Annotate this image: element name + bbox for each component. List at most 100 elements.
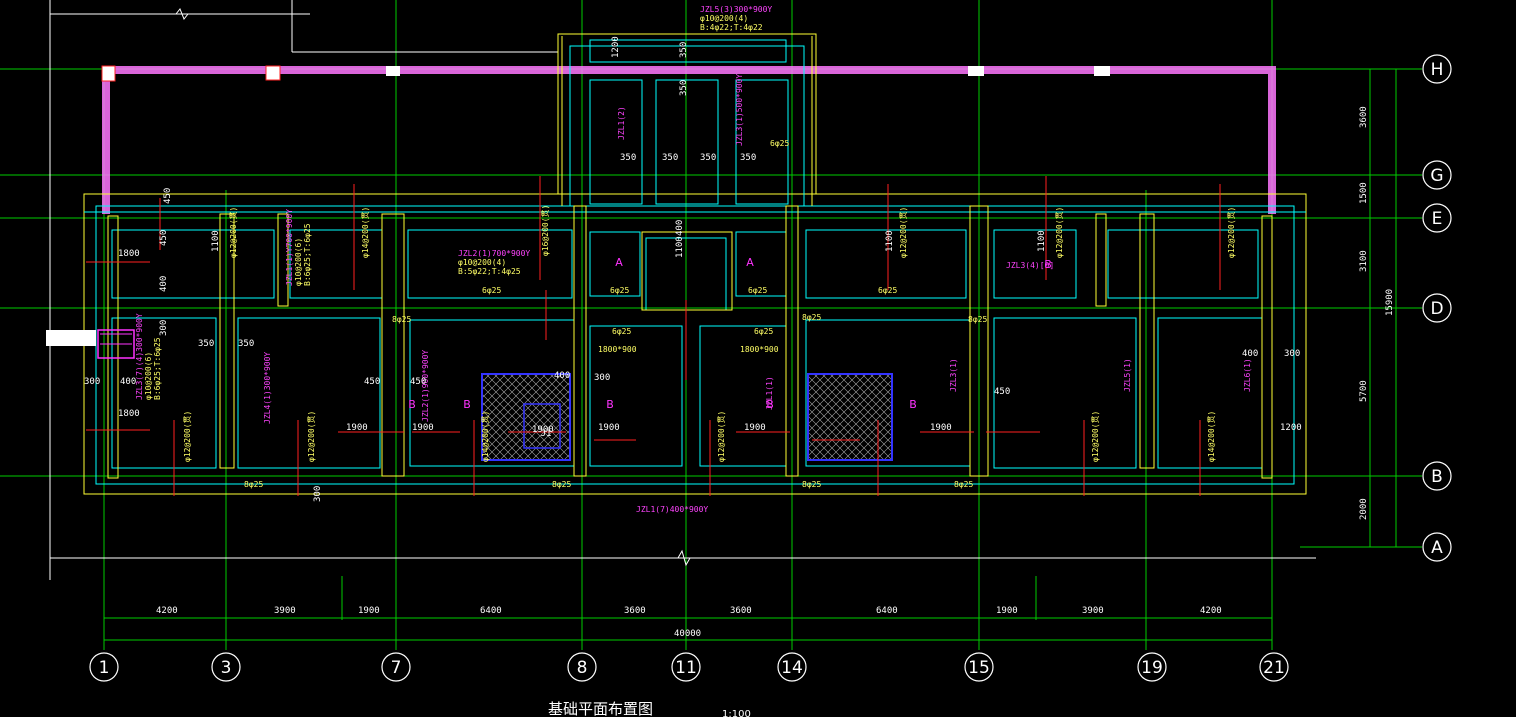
rebar-note: φ14@200(贯) [1207,411,1216,462]
beam-label: JZL1(1)Y700*900Y [285,209,294,286]
local-dim: 300 [594,373,610,383]
retaining-wall [101,65,1276,214]
beam-label: B:6φ25;T:6φ25 [153,337,162,400]
row-axis-labels: H G E D B A [1430,60,1443,558]
bottom-dimension-lines [104,576,1272,641]
local-dim: 1900 [598,423,620,433]
beam-label: φ10@200(4) [458,258,506,267]
beam-label: JZL5(3)300*900Y [700,5,772,14]
zone-tag-B: B [463,398,471,411]
local-dimensions: 1200 350 350 350 350 350 350 450 450 400… [84,36,1302,502]
bar-count: 8φ25 [552,480,571,489]
beam-label: JZL6(1) [1243,358,1252,392]
beam-label: JZL5(1) [1123,358,1132,392]
bar-count: 8φ25 [802,313,821,322]
local-dim: 350 [238,339,254,349]
pit-label: J1 [541,429,552,439]
rebar-note: φ12@200(贯) [899,207,908,258]
right-dimension-texts: 3600 1500 3100 5700 2000 15900 [1359,106,1395,520]
beam-label: φ10@200(6) [294,238,303,286]
top-outline [49,0,1316,580]
col-axis-21: 21 [1263,658,1285,678]
rebar-note: φ14@200(贯) [481,411,490,462]
bottom-dimension-texts: 4200 3900 1900 6400 3600 3600 6400 1900 … [156,606,1222,639]
right-dim: 3600 [1359,106,1369,128]
local-dim: 1800*900 [598,345,637,354]
rebar-lines [159,176,1221,496]
bar-counts: 6φ25 6φ25 6φ25 6φ25 6φ25 8φ25 8φ25 8φ25 … [244,139,987,489]
bar-count: 8φ25 [802,480,821,489]
beam-label: φ10@200(4) [700,14,748,23]
beam-label: JZL2(1)900*900Y [421,350,430,422]
local-dim: 1900 [346,423,368,433]
local-dim: 300 [1284,349,1300,359]
row-axis-bubbles [1422,54,1452,562]
local-dim: 1200 [1280,423,1302,433]
right-dim: 2000 [1359,498,1369,520]
row-axis-B: B [1431,467,1443,487]
beam-label: JZL1(1) [765,376,774,410]
rebar-note: φ12@200(贯) [229,207,238,258]
col-axis-11: 11 [675,658,697,678]
local-dim: 1800*900 [740,345,779,354]
local-dim: 400 [1242,349,1258,359]
zone-tags: A A B B B B B B J1 [408,256,1052,439]
drawing-title: 基础平面布置图 [548,700,653,717]
bottom-dim: 1900 [996,606,1018,616]
bar-count: 8φ25 [968,315,987,324]
local-dim: 400 [554,371,570,381]
right-dim: 3100 [1359,250,1369,272]
row-axis-E: E [1432,209,1443,229]
local-dim: 1100 [885,230,895,252]
col-axis-7: 7 [391,658,402,678]
local-dim: 300 [84,377,100,387]
walls [107,36,1273,479]
bar-count: 6φ25 [612,327,631,336]
beam-labels: JZL5(3)300*900Y φ10@200(4) B:4φ22;T:4φ22… [135,5,1252,514]
local-dim: 1800 [118,409,140,419]
zone-tag-B: B [766,398,774,411]
bottom-dim: 3900 [274,606,296,616]
elevator-pits [481,373,893,461]
bottom-dim: 3900 [1082,606,1104,616]
right-dim: 5700 [1359,380,1369,402]
beam-label: JZL3(1)500*900Y [735,74,744,146]
rebar-note: φ12@200(贯) [717,411,726,462]
col-axis-3: 3 [221,658,232,678]
zone-tag-A: A [746,256,754,269]
right-total-dim: 15900 [1385,289,1395,316]
rebar-note: φ14@200(贯) [361,207,370,258]
local-dim: 300 [159,320,169,336]
rebar-note: φ12@200(贯) [1055,207,1064,258]
local-dim: 1100 [1037,230,1047,252]
local-dim: 450 [163,188,173,204]
col-axis-1: 1 [99,658,110,678]
footing-cells [111,39,1263,469]
local-dim: 350 [679,42,689,58]
beam-label: JZL1(2) [617,106,626,140]
beam-label: B:4φ22;T:4φ22 [700,23,763,32]
zone-tag-A: A [615,256,623,269]
row-axis-D: D [1430,299,1443,319]
local-dim: 1200 [611,36,621,58]
bar-count: 6φ25 [482,286,501,295]
local-dim: 1900 [532,425,554,435]
bar-count: 8φ25 [392,315,411,324]
bar-count: 8φ25 [954,480,973,489]
bar-count: 6φ25 [754,327,773,336]
local-dim: 400 [120,377,136,387]
row-axis-A: A [1431,538,1443,558]
local-dim: 1100 [211,230,221,252]
rebar-note: φ12@200(贯) [307,411,316,462]
local-dim: 400 [159,276,169,292]
local-dim: 1900 [412,423,434,433]
bar-count: 8φ25 [244,480,263,489]
bar-count: 6φ25 [610,286,629,295]
local-dim: 300 [313,486,323,502]
zone-tag-B: B [909,398,917,411]
local-dim: 450 [994,387,1010,397]
right-dimension-lines [1369,69,1397,547]
local-dim: 1100 [675,236,685,258]
bar-count: 6φ25 [748,286,767,295]
bottom-dim: 1900 [358,606,380,616]
